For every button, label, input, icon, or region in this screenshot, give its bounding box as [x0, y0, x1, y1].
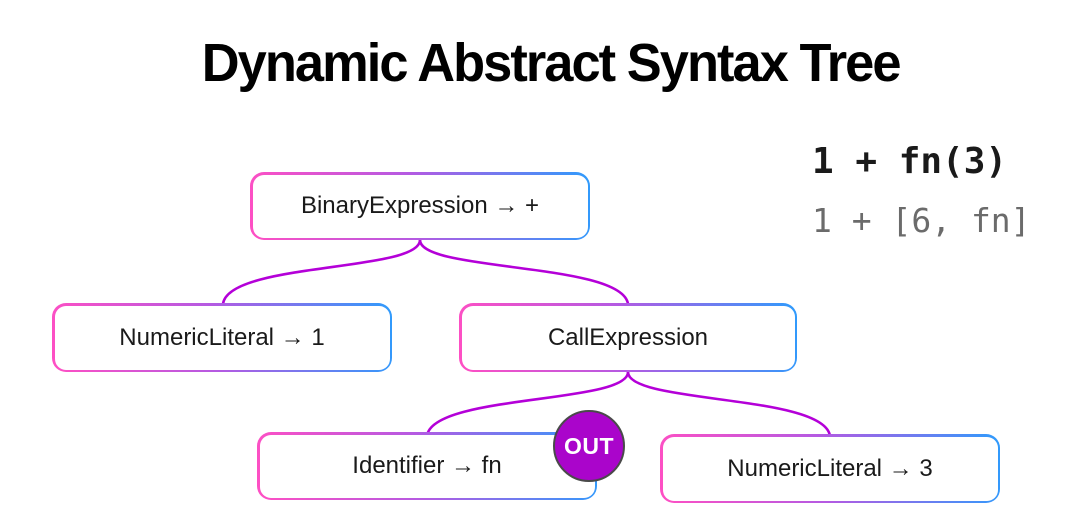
out-badge: OUT [553, 410, 625, 482]
tree-node-call-expression: CallExpression [459, 303, 797, 372]
tree-edge-call-to-identifier [425, 370, 630, 438]
tree-node-label: Identifier → fn [352, 452, 502, 479]
code-result-line: 1 + [6, fn] [812, 201, 1031, 240]
tree-node-numeric-literal-3-body: NumericLiteral → 3 [662, 436, 998, 501]
tree-node-identifier-fn-body: Identifier → fn [259, 434, 595, 498]
page-title: Dynamic Abstract Syntax Tree [201, 33, 902, 93]
code-source-line: 1 + fn(3) [812, 141, 1008, 182]
code-panel: 1 + fn(3) 1 + [6, fn] [812, 140, 1031, 240]
tree-node-label: CallExpression [547, 323, 709, 351]
out-badge-label: OUT [563, 432, 615, 459]
tree-node-binary-expression: BinaryExpression → + [250, 172, 590, 240]
tree-node-numeric-literal-1: NumericLiteral → 1 [52, 303, 392, 372]
tree-node-numeric-literal-3: NumericLiteral → 3 [660, 434, 1000, 503]
tree-node-numeric-literal-1-body: NumericLiteral → 1 [54, 305, 390, 370]
tree-node-identifier-fn: Identifier → fn [257, 432, 597, 500]
tree-node-label: NumericLiteral → 3 [727, 454, 933, 482]
tree-node-label: BinaryExpression → + [300, 192, 540, 219]
tree-edge-binary-to-numeric1 [221, 238, 422, 306]
tree-node-label: NumericLiteral → 1 [119, 323, 325, 351]
tree-node-call-expression-body: CallExpression [461, 305, 795, 370]
tree-edge-binary-to-call [418, 238, 630, 306]
tree-node-binary-expression-body: BinaryExpression → + [252, 174, 588, 238]
tree-edge-call-to-numeric3 [626, 370, 832, 438]
